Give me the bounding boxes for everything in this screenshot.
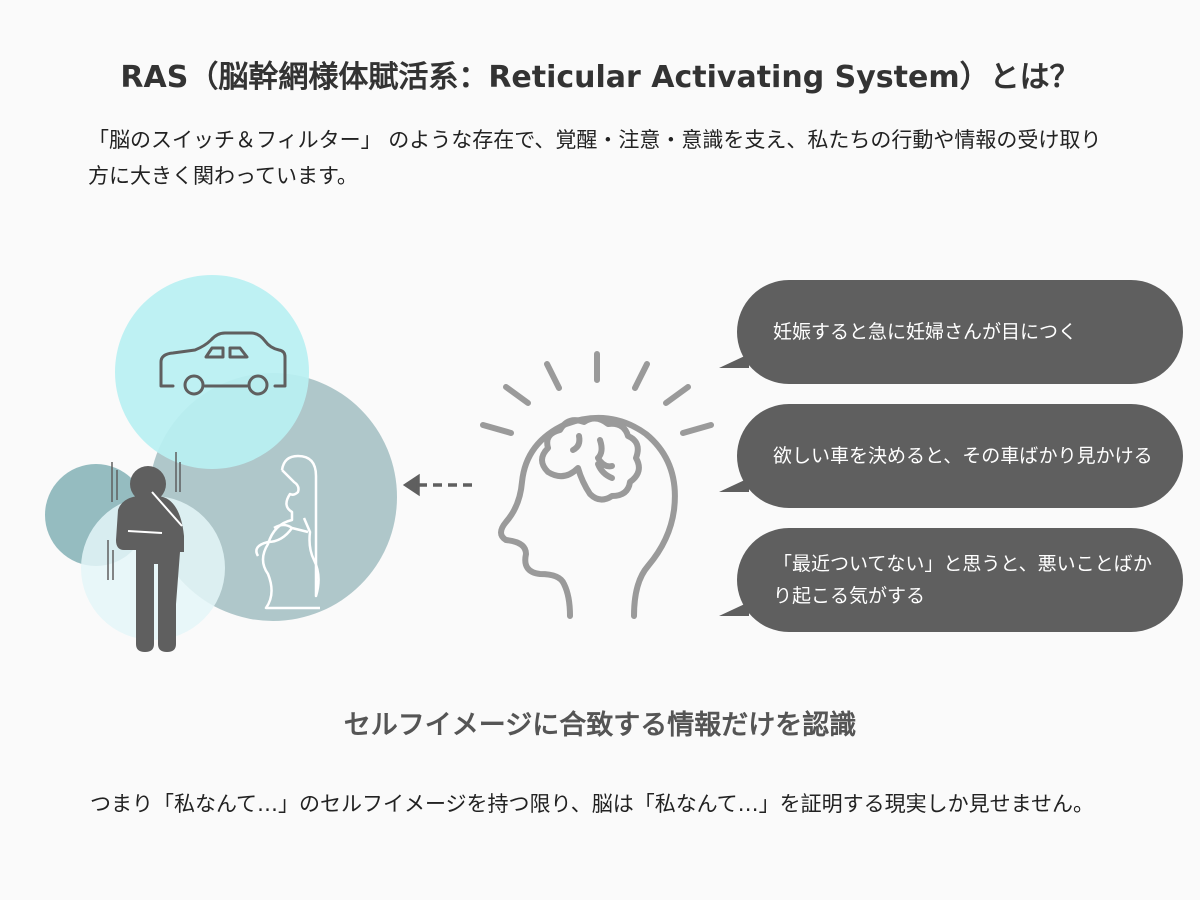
intro-text: 「脳のスイッチ＆フィルター」 のような存在で、覚醒・注意・意識を支え、私たちの行… [88,128,1102,188]
conclusion-text: つまり「私なんて…」のセルフイメージを持つ限り、脳は「私なんて…」を証明する現実… [90,792,1095,816]
circles [45,275,397,640]
speech-bubble-bad-luck: 「最近ついてない」と思うと、悪いことばかり起こる気がする [719,528,1183,632]
pregnant-woman-icon [255,454,320,610]
head-brain-icon [480,351,714,619]
speech-bubble-pregnancy: 妊娠すると急に妊婦さんが目につく [719,280,1183,384]
bubble-text: 「最近ついてない」と思うと、悪いことばかり起こる気がする [773,553,1153,607]
bubble-text: 妊娠すると急に妊婦さんが目につく [773,321,1078,343]
dashed-arrow-icon [402,473,478,497]
troubled-person-icon [107,452,184,652]
car-icon [159,331,287,396]
speech-bubble-car: 欲しい車を決めると、その車ばかり見かける [719,404,1183,508]
section-subtitle: セルフイメージに合致する情報だけを認識 [343,710,857,741]
bubble-text: 欲しい車を決めると、その車ばかり見かける [773,445,1153,467]
page-title: RAS（脳幹網様体賦活系：Reticular Activating System… [120,60,1080,95]
car-circle [115,275,309,469]
